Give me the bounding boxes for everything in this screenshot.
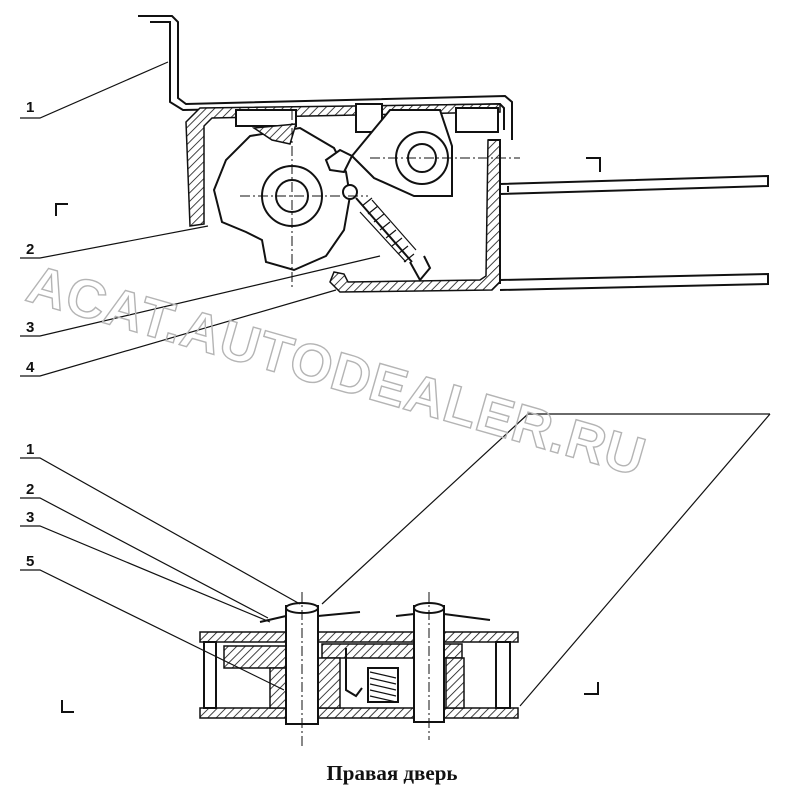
callout-top-2: 2 <box>26 241 34 258</box>
leader-top-4 <box>20 289 337 377</box>
cam-plate-top-edge <box>259 611 491 623</box>
spring-eye <box>342 184 358 200</box>
spacer-right <box>445 657 465 709</box>
leader-top-1 <box>20 61 169 119</box>
callout-top-4: 4 <box>26 359 35 376</box>
top-flange-inner <box>150 21 505 130</box>
projection-line-a <box>321 413 529 605</box>
housing-wall-bottom <box>329 139 501 293</box>
callout-top-3: 3 <box>26 319 34 336</box>
housing-wall-left <box>185 103 501 227</box>
spring-hook <box>409 255 432 282</box>
rod-lower <box>499 272 769 291</box>
projection-line-c <box>519 413 771 707</box>
plate-top <box>199 631 519 643</box>
leader-bottom-1 <box>20 457 301 605</box>
leader-bottom-5 <box>20 569 285 691</box>
leader-bottom-3 <box>20 525 271 623</box>
corner-mark-bl <box>61 700 74 713</box>
side-wall-right <box>495 641 511 709</box>
leader-bottom-2 <box>20 497 269 619</box>
top-section-view <box>20 15 769 377</box>
leader-top-2 <box>20 225 209 259</box>
cam-tooth <box>251 123 298 145</box>
callout-top-1: 1 <box>26 99 34 116</box>
rod-upper <box>499 174 769 195</box>
bottom-spring-hook <box>345 648 363 698</box>
coil-spring <box>359 197 417 263</box>
bottom-section-view <box>20 413 771 748</box>
callout-bottom-3: 3 <box>26 509 34 526</box>
spacer-mid <box>317 657 341 709</box>
top-block-left <box>235 109 297 127</box>
top-block-right <box>455 107 499 133</box>
spring-rod <box>355 197 413 263</box>
pawl-tip <box>324 148 354 174</box>
side-wall-left <box>203 641 217 709</box>
plate-bottom <box>199 707 519 719</box>
housing-right-edge <box>488 139 501 284</box>
leader-top-3 <box>20 255 381 337</box>
drawing-caption: Правая дверь <box>326 761 457 785</box>
callout-bottom-1: 1 <box>26 441 34 458</box>
corner-mark-tr <box>586 157 601 172</box>
corner-mark-br <box>584 682 599 695</box>
corner-mark-tl <box>55 203 68 216</box>
top-flange <box>138 15 513 140</box>
spacer-left <box>269 667 287 709</box>
bottom-coil-spring <box>367 667 399 703</box>
callout-bottom-2: 2 <box>26 481 34 498</box>
callout-bottom-5: 5 <box>26 553 34 570</box>
